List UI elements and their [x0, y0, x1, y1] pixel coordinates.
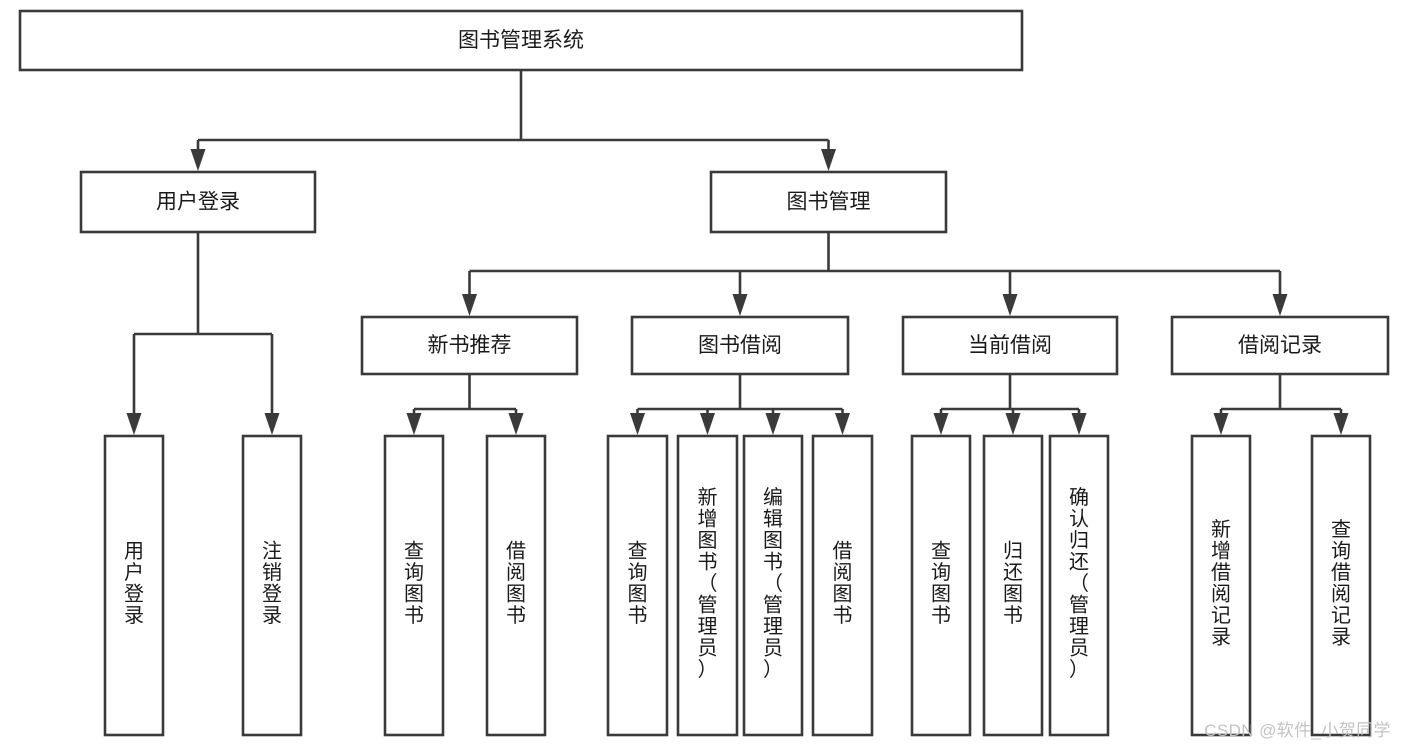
node-label-leaf-confirm-return-admin: 确认归还（管理员） [1069, 486, 1089, 681]
node-label-book-manage: 图书管理 [787, 191, 871, 214]
node-label-leaf-add-borrow-record: 新增借阅记录 [1211, 518, 1231, 649]
node-label-leaf-return-book: 归还图书 [1003, 540, 1023, 628]
arrow-head [732, 294, 748, 316]
connector-edge-user-login-to-leaves [126, 232, 280, 435]
node-book-manage[interactable]: 图书管理 [709, 170, 948, 234]
connector-layer [126, 70, 1349, 435]
arrow-head [821, 149, 836, 171]
node-box-book-borrow [630, 315, 850, 376]
node-leaf-borrow-book[interactable]: 借阅图书 [811, 434, 874, 737]
connector-edge-borrow-to-leaves [630, 374, 850, 435]
arrow-head [264, 413, 280, 435]
arrow-head [1272, 294, 1288, 316]
node-label-leaf-user-login: 用户登录 [124, 541, 144, 628]
connector-edge-book-manage-to-level3 [462, 232, 1288, 316]
node-label-root: 图书管理系统 [458, 29, 584, 52]
node-leaf-query-book-recommend[interactable]: 查询图书 [383, 434, 445, 737]
arrow-head [700, 413, 715, 435]
node-label-leaf-query-book-borrow: 查询图书 [628, 540, 648, 628]
arrow-head [462, 294, 477, 316]
connector-edge-current-to-leaves [933, 374, 1087, 435]
arrow-head [835, 413, 850, 435]
node-leaf-query-book-current[interactable]: 查询图书 [910, 434, 972, 737]
node-box-leaf-return-book [982, 434, 1044, 737]
node-label-book-borrow: 图书借阅 [698, 334, 782, 357]
arrow-head [765, 413, 781, 435]
node-box-leaf-edit-book-admin [742, 434, 804, 737]
node-box-leaf-borrow-book-recommend [485, 434, 547, 737]
node-label-current-borrow: 当前借阅 [968, 334, 1052, 357]
arrow-head [508, 413, 524, 435]
node-box-leaf-user-login [103, 434, 165, 737]
node-box-borrow-record [1170, 315, 1390, 376]
node-leaf-add-book-admin[interactable]: 新增图书（管理员） [676, 434, 739, 737]
node-leaf-user-logout[interactable]: 注销登录 [241, 434, 303, 737]
node-label-leaf-query-borrow-record: 查询借阅记录 [1331, 518, 1351, 649]
node-label-leaf-add-book-admin: 新增图书（管理员） [698, 486, 718, 681]
node-leaf-add-borrow-record[interactable]: 新增借阅记录 [1190, 434, 1252, 737]
node-box-current-borrow [901, 315, 1119, 376]
arrow-head [1213, 413, 1229, 435]
node-leaf-return-book[interactable]: 归还图书 [982, 434, 1044, 737]
node-leaf-edit-book-admin[interactable]: 编辑图书（管理员） [742, 434, 804, 737]
node-box-user-login [79, 170, 317, 234]
node-label-borrow-record: 借阅记录 [1238, 334, 1322, 357]
node-box-new-book-recommend [360, 315, 579, 376]
arrow-head [1333, 413, 1349, 435]
node-leaf-user-login[interactable]: 用户登录 [103, 434, 165, 737]
node-box-leaf-user-logout [241, 434, 303, 737]
node-label-leaf-query-book-current: 查询图书 [931, 540, 951, 628]
node-layer: 图书管理系统用户登录图书管理新书推荐图书借阅当前借阅借阅记录用户登录注销登录查询… [18, 9, 1390, 737]
node-label-user-login: 用户登录 [156, 191, 240, 214]
connector-edge-root-to-level2 [190, 70, 836, 171]
node-leaf-confirm-return-admin[interactable]: 确认归还（管理员） [1048, 434, 1110, 737]
node-leaf-borrow-book-recommend[interactable]: 借阅图书 [485, 434, 547, 737]
arrow-head [406, 413, 422, 435]
node-label-leaf-borrow-book-recommend: 借阅图书 [506, 540, 526, 628]
node-leaf-query-book-borrow[interactable]: 查询图书 [606, 434, 669, 737]
arrow-head [630, 413, 645, 435]
arrow-head [933, 413, 949, 435]
connector-edge-record-to-leaves [1213, 374, 1349, 435]
node-box-root [18, 9, 1024, 72]
node-user-login[interactable]: 用户登录 [79, 170, 317, 234]
node-label-leaf-borrow-book: 借阅图书 [833, 540, 853, 628]
node-root[interactable]: 图书管理系统 [18, 9, 1024, 72]
node-label-leaf-user-logout: 注销登录 [262, 540, 282, 628]
arrow-head [1005, 413, 1021, 435]
node-label-leaf-edit-book-admin: 编辑图书（管理员） [763, 486, 783, 681]
arrow-head [126, 413, 142, 435]
node-box-leaf-query-book-borrow [606, 434, 669, 737]
node-box-book-manage [709, 170, 948, 234]
node-label-leaf-query-book-recommend: 查询图书 [404, 540, 424, 628]
node-book-borrow[interactable]: 图书借阅 [630, 315, 850, 376]
node-box-leaf-add-borrow-record [1190, 434, 1252, 737]
node-leaf-query-borrow-record[interactable]: 查询借阅记录 [1310, 434, 1372, 737]
node-box-leaf-confirm-return-admin [1048, 434, 1110, 737]
connector-edge-recommend-to-leaves [406, 374, 524, 435]
node-box-leaf-borrow-book [811, 434, 874, 737]
node-label-new-book-recommend: 新书推荐 [428, 334, 512, 357]
node-box-leaf-query-book-recommend [383, 434, 445, 737]
node-box-leaf-add-book-admin [676, 434, 739, 737]
arrow-head [1002, 294, 1018, 316]
node-borrow-record[interactable]: 借阅记录 [1170, 315, 1390, 376]
node-box-leaf-query-borrow-record [1310, 434, 1372, 737]
arrow-head [190, 149, 206, 171]
arrow-head [1071, 413, 1087, 435]
node-box-leaf-query-book-current [910, 434, 972, 737]
node-current-borrow[interactable]: 当前借阅 [901, 315, 1119, 376]
node-new-book-recommend[interactable]: 新书推荐 [360, 315, 579, 376]
